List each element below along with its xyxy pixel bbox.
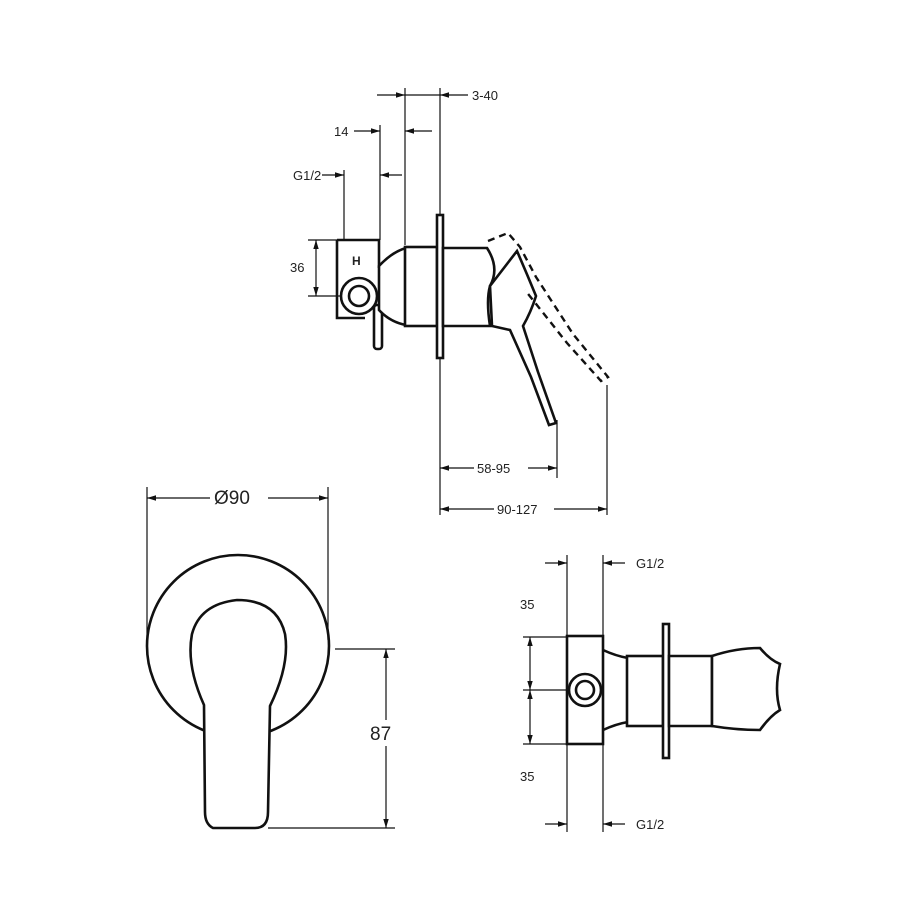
dimension-body-label: 14 (334, 124, 348, 139)
dimension-height-label: 87 (370, 724, 391, 745)
dimension-diameter: Ø90 (147, 484, 328, 509)
dimension-body: 14 (334, 124, 432, 139)
side-view: 3-40 14 G1/2 36 (290, 88, 610, 517)
dimension-inlet-height-label: 36 (290, 260, 304, 275)
inlet-connector (339, 276, 379, 316)
dimension-offset-bottom: 35 (520, 690, 534, 784)
dimension-inlet-top: G1/2 (545, 556, 664, 571)
dimension-inlet-bottom-label: G1/2 (636, 817, 664, 832)
dimension-inlet-height: 36 (290, 240, 319, 296)
dimension-depth: 3-40 (377, 88, 498, 103)
inlet-marker: H (352, 254, 361, 268)
lever-alternate-position (487, 231, 610, 383)
dimension-lever-max: 90-127 (440, 499, 607, 517)
dimension-lever-min-label: 58-95 (477, 461, 510, 476)
inlet-bore (347, 284, 371, 308)
inlet-bore-body (574, 679, 596, 701)
dimension-lever-min: 58-95 (440, 458, 557, 476)
valve-housing (403, 245, 439, 328)
dimension-offset-top: 35 (520, 597, 534, 690)
body-view: G1/2 35 35 G1/2 (520, 555, 782, 832)
dimension-inlet: G1/2 (293, 168, 402, 183)
dimension-inlet-bottom: G1/2 (545, 817, 664, 832)
lever-front (189, 598, 288, 830)
dimension-lever-max-label: 90-127 (497, 502, 537, 517)
valve-housing-body (625, 654, 665, 728)
dimension-depth-label: 3-40 (472, 88, 498, 103)
dimension-offset-top-label: 35 (520, 597, 534, 612)
lever-handle (488, 248, 558, 427)
mixer-side-outline: H (335, 213, 610, 427)
dimension-diameter-label: Ø90 (214, 488, 250, 509)
dimension-height: 87 (368, 649, 404, 828)
dimension-inlet-top-label: G1/2 (636, 556, 664, 571)
front-view: Ø90 87 (145, 484, 404, 830)
lever-side (710, 646, 782, 732)
dimension-offset-bottom-label: 35 (520, 769, 534, 784)
dimension-inlet-label: G1/2 (293, 168, 321, 183)
inlet-connector-body (567, 672, 603, 708)
